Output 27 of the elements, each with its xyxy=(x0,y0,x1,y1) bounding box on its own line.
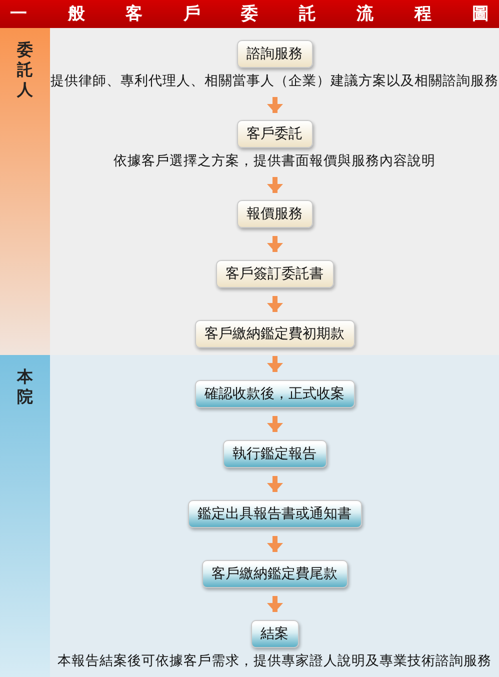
arrow xyxy=(267,356,283,372)
process-box: 客戶繳納鑑定費初期款 xyxy=(194,320,354,348)
swimlane xyxy=(0,28,499,355)
arrow xyxy=(267,416,283,432)
arrow xyxy=(267,536,283,552)
step-description: 依據客戶選擇之方案，提供書面報價與服務內容說明 xyxy=(112,152,436,170)
process-box: 執行鑑定報告 xyxy=(222,440,326,468)
arrow xyxy=(267,596,283,612)
process-box: 客戶簽訂委託書 xyxy=(216,260,334,288)
step-description: 提供律師、專利代理人、相關當事人（企業）建議方案以及相關諮詢服務 xyxy=(50,72,499,90)
process-box: 客戶委託 xyxy=(236,120,312,148)
arrow xyxy=(267,236,283,252)
arrow xyxy=(267,476,283,492)
swimlane xyxy=(0,355,499,677)
lane-header: 委託人 xyxy=(0,28,50,355)
arrow xyxy=(267,97,283,113)
process-box: 客戶繳納鑑定費尾款 xyxy=(202,560,348,588)
lane-header: 本院 xyxy=(0,355,50,677)
process-box: 諮詢服務 xyxy=(236,40,312,68)
arrow xyxy=(267,177,283,193)
process-box: 鑑定出具報告書或通知書 xyxy=(188,500,362,528)
process-box: 報價服務 xyxy=(236,200,312,228)
arrow xyxy=(267,296,283,312)
process-box: 結案 xyxy=(250,620,298,648)
process-box: 確認收款後，正式收案 xyxy=(194,380,354,408)
title: 一般客戶委託流程圖 xyxy=(0,0,499,28)
step-description: 本報告結案後可依據客戶需求，提供專家證人說明及專業技術諮詢服務 xyxy=(56,652,492,670)
